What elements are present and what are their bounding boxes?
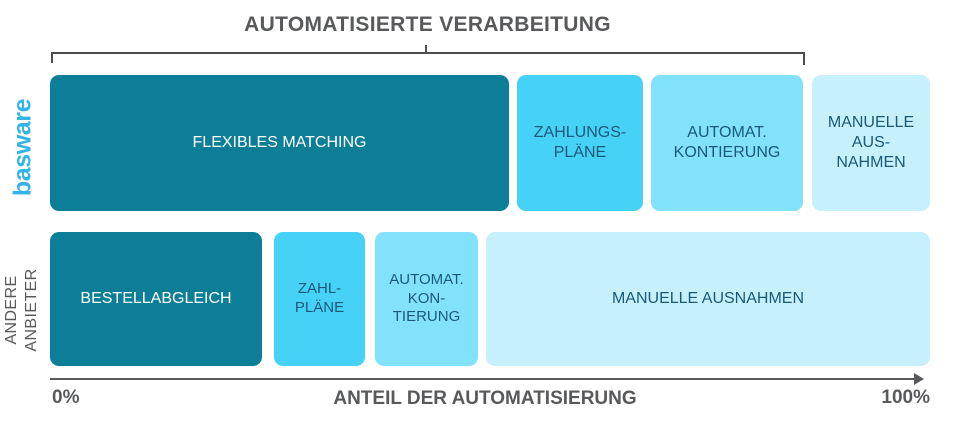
segment-label-line1: ZAHLUNGS- [533, 124, 627, 141]
segment-zahlungsplaene[interactable]: ZAHLUNGS- PLÄNE [517, 75, 643, 211]
bracket-icon [51, 45, 805, 65]
row-label-andere-anbieter: ANDERE ANBIETER [2, 245, 42, 375]
vendor-label-line2: ANBIETER [23, 268, 40, 352]
segment-label: BESTELLABGLEICH [80, 290, 232, 307]
segment-label-line2: KON- [407, 289, 446, 307]
axis-max-label: 100% [881, 387, 930, 408]
segment-label: FLEXIBLES MATCHING [192, 134, 367, 151]
vendor-label-line1: ANDERE [3, 275, 20, 345]
segment-automat-kontierung[interactable]: AUTOMAT. KONTIERUNG [651, 75, 803, 211]
segment-label-line2: AUS- [851, 134, 891, 151]
segment-label-line2: PLÄNE [294, 299, 345, 316]
segment-label-line3: NAHMEN [836, 154, 906, 171]
segment-label-line2: PLÄNE [553, 144, 607, 161]
axis-title: ANTEIL DER AUTOMATISIERUNG [333, 388, 637, 409]
axis-arrow-icon [50, 373, 924, 385]
segment-label: MANUELLE AUSNAHMEN [611, 290, 805, 307]
page-title: AUTOMATISIERTE VERARBEITUNG [244, 13, 611, 36]
bar-row-andere-anbieter: BESTELLABGLEICH ZAHL- PLÄNE AUTOMAT. KON… [50, 232, 930, 366]
axis-min-label: 0% [52, 387, 80, 408]
segment-flexibles-matching[interactable]: FLEXIBLES MATCHING [50, 75, 509, 211]
segment-label-line1: AUTOMAT. [687, 124, 767, 141]
segment-manuelle-ausnahmen[interactable]: MANUELLE AUS- NAHMEN [812, 75, 930, 211]
segment-label-line3: TIERUNG [392, 308, 461, 326]
x-axis [48, 370, 926, 388]
segment-label-line1: AUTOMAT. [389, 270, 464, 288]
segment-zahl-plaene[interactable]: ZAHL- PLÄNE [274, 232, 365, 366]
segment-label-line2: KONTIERUNG [673, 144, 781, 161]
automatisierte-verarbeitung-bracket [50, 45, 806, 65]
segment-label-line1: ZAHL- [297, 280, 342, 298]
row-label-basware: basware [9, 78, 38, 218]
segment-manuelle-ausnahmen[interactable]: MANUELLE AUSNAHMEN [486, 232, 930, 366]
brand-logo-text: basware [8, 98, 37, 197]
segment-bestellabgleich[interactable]: BESTELLABGLEICH [50, 232, 262, 366]
bar-row-basware: FLEXIBLES MATCHING ZAHLUNGS- PLÄNE AUTOM… [50, 75, 930, 211]
segment-label-line1: MANUELLE [827, 114, 915, 131]
segment-automat-kontierung[interactable]: AUTOMAT. KON- TIERUNG [375, 232, 478, 366]
